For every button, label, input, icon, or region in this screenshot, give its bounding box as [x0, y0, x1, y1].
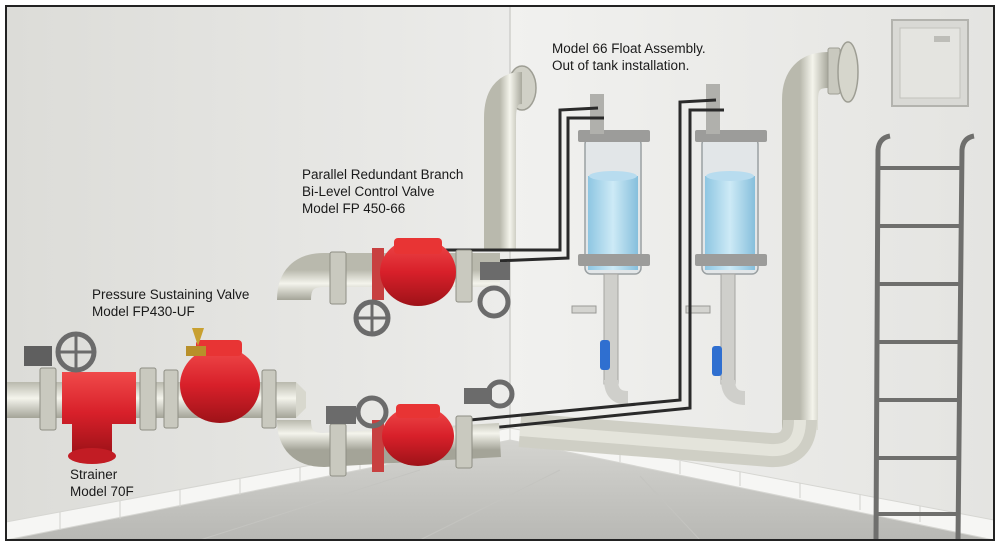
parallel-branch-label-line2: Bi-Level Control Valve	[302, 184, 435, 199]
main-return-pipe	[518, 41, 859, 468]
parallel-branch-label-line1: Parallel Redundant Branch	[302, 167, 464, 182]
float-assembly-label-line2: Out of tank installation.	[552, 58, 690, 73]
parallel-branch-label-line3: Model FP 450-66	[302, 201, 406, 216]
upper-inlet-pipe	[484, 65, 537, 250]
float-assembly-label: Model 66 Float Assembly. Out of tank ins…	[552, 40, 706, 74]
wall-electrical-box	[891, 19, 969, 107]
pressure-valve-label: Pressure Sustaining Valve Model FP430-UF	[92, 286, 249, 320]
strainer	[24, 331, 157, 464]
branch-manifold	[277, 253, 501, 468]
float-tank-left	[571, 94, 650, 405]
floor	[6, 440, 994, 540]
wall-ladder	[873, 133, 975, 541]
pressure-sustaining-valve	[163, 328, 277, 429]
strainer-label: Strainer Model 70F	[70, 466, 134, 500]
strainer-label-line2: Model 70F	[70, 484, 134, 499]
control-tubing	[440, 98, 724, 432]
strainer-label-line1: Strainer	[70, 467, 118, 482]
upper-control-valve	[329, 238, 511, 337]
float-tank-right	[685, 84, 767, 405]
pressure-valve-label-line1: Pressure Sustaining Valve	[92, 287, 250, 302]
pressure-valve-label-line2: Model FP430-UF	[92, 304, 195, 319]
float-assembly-label-line1: Model 66 Float Assembly.	[552, 41, 706, 56]
parallel-branch-label: Parallel Redundant Branch Bi-Level Contr…	[302, 166, 463, 217]
lower-control-valve	[326, 379, 515, 477]
